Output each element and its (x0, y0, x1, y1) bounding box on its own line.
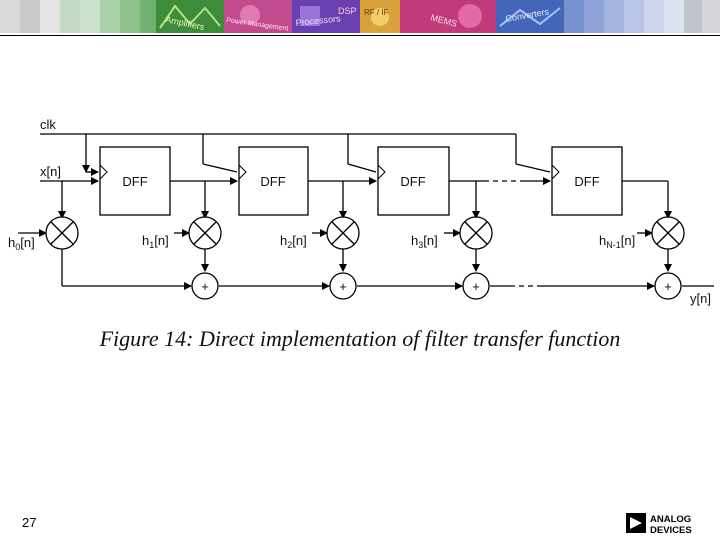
dff-block-2: DFF (202, 146, 309, 216)
svg-text:RF / IF: RF / IF (364, 8, 389, 17)
multiplier-1 (188, 216, 222, 250)
input-label: x[n] (40, 164, 61, 179)
svg-text:Processors: Processors (295, 13, 341, 28)
banner-tile-rf: RF / IF (360, 0, 400, 33)
coefficient-hN-1-label: hN-1[n] (599, 233, 635, 250)
svg-text:DSP: DSP (338, 6, 357, 16)
dff-label: DFF (260, 174, 285, 189)
adder-symbol: + (472, 279, 480, 294)
multiplier-2 (326, 216, 360, 250)
dff-block-n: DFF (515, 146, 623, 216)
coefficient-h3-label: h3[n] (411, 233, 438, 250)
coefficient-h2-label: h2[n] (280, 233, 307, 250)
adder-3 (462, 272, 490, 300)
header-banner: Amplifiers Power Management Processors D… (0, 0, 720, 33)
clock-label: clk (40, 117, 56, 132)
adder-2 (329, 272, 357, 300)
multiplier-n (651, 216, 685, 250)
output-label: y[n] (690, 291, 711, 306)
coefficient-h0-label: h0[n] (8, 235, 35, 252)
svg-text:ANALOG: ANALOG (650, 514, 691, 525)
banner-tile-mems: MEMS (400, 0, 496, 33)
banner-tile-converters: Converters (496, 0, 564, 33)
banner-tile-amplifiers: Amplifiers (156, 0, 224, 33)
dff-label: DFF (122, 174, 147, 189)
multiplier-3 (459, 216, 493, 250)
dff-block-3: DFF (347, 146, 450, 216)
svg-text:DEVICES: DEVICES (650, 525, 692, 536)
multiplier-0 (45, 216, 79, 250)
dff-label: DFF (574, 174, 599, 189)
figure-caption: Figure 14: Direct implementation of filt… (99, 326, 621, 351)
page-number: 27 (22, 515, 37, 530)
dff-block-1: DFF (99, 146, 171, 216)
banner-tile-power: Power Management (224, 0, 292, 33)
adder-1 (191, 272, 219, 300)
analog-devices-logo: ANALOG DEVICES (626, 513, 692, 536)
adder-n (654, 272, 682, 300)
dff-label: DFF (400, 174, 425, 189)
coefficient-h1-label: h1[n] (142, 233, 169, 250)
adder-symbol: + (664, 279, 672, 294)
banner-tile-processors: Processors DSP (292, 0, 360, 33)
fir-filter-diagram: DFF DFF DFF DFF (8, 117, 714, 306)
adder-symbol: + (201, 279, 209, 294)
adder-symbol: + (339, 279, 347, 294)
header-divider (0, 35, 720, 36)
